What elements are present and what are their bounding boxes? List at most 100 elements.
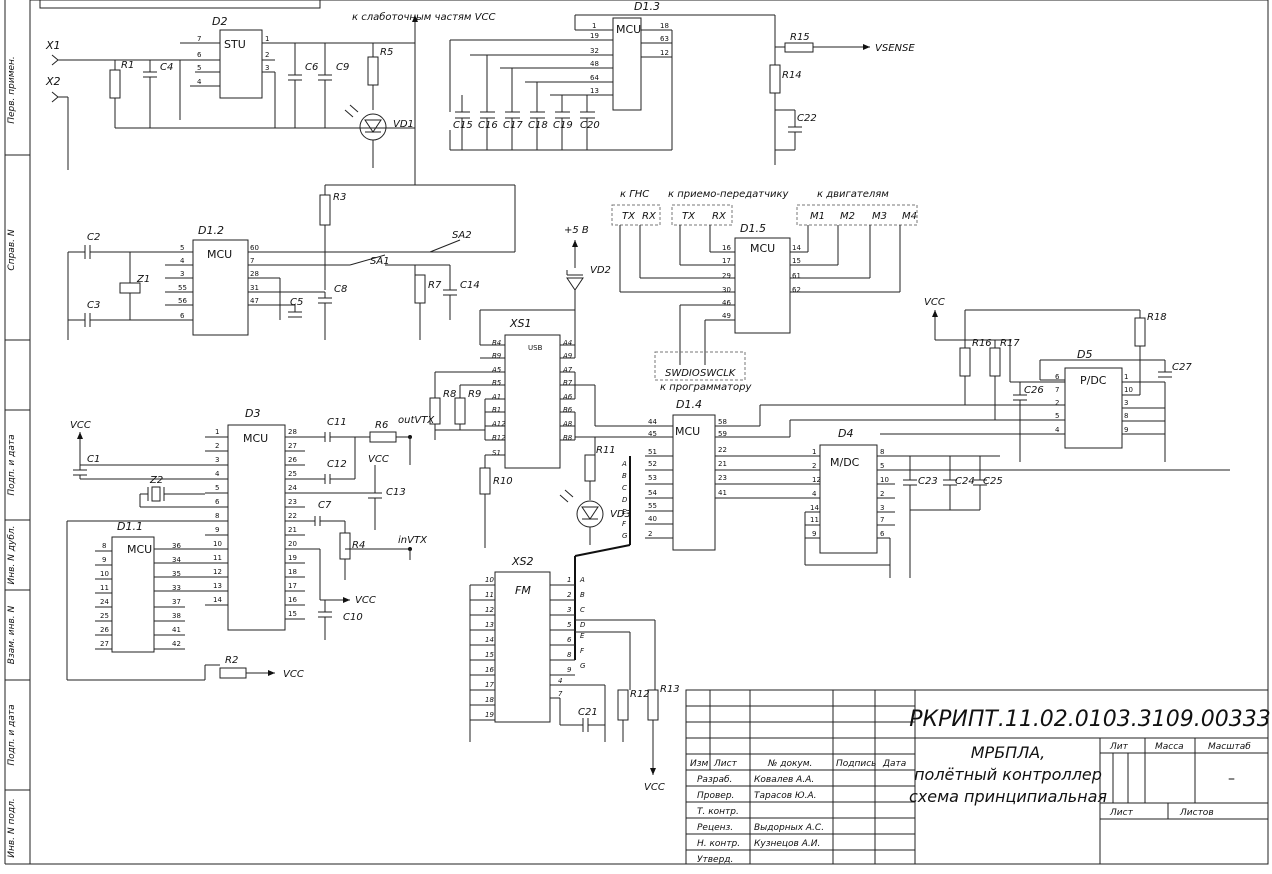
c15-label: C15: [453, 120, 473, 131]
svg-text:4: 4: [180, 257, 185, 265]
svg-text:24: 24: [100, 598, 109, 606]
svg-text:6: 6: [180, 312, 185, 320]
hdr-list: Лист: [713, 759, 738, 769]
d2-regulator: [219, 29, 263, 99]
role-label: Разраб.: [697, 775, 732, 785]
svg-text:35: 35: [172, 570, 181, 578]
role-label: Н. контр.: [697, 839, 740, 849]
invtx-label: inVTX: [398, 535, 428, 546]
d14-label: D1.4: [676, 398, 702, 411]
svg-text:9: 9: [567, 666, 572, 674]
side-label: Подп. и дата: [7, 434, 17, 495]
svg-text:2: 2: [1055, 399, 1059, 407]
hdr-sign: Подпись: [836, 759, 876, 769]
trx-connector: [671, 204, 733, 226]
c21-label: C21: [578, 707, 598, 718]
hdr-lit: Лит: [1109, 742, 1129, 752]
svg-text:B7: B7: [563, 379, 573, 387]
svg-text:21: 21: [718, 460, 727, 468]
svg-text:6: 6: [215, 498, 220, 506]
svg-text:51: 51: [648, 448, 657, 456]
r7-label: R7: [428, 280, 442, 291]
mcu-label: MCU: [675, 425, 700, 438]
svg-text:32: 32: [590, 47, 599, 55]
title-block: РКРИПТ.11.02.0103.3109.00333 МРБПЛА, пол…: [685, 689, 1271, 865]
mcu-label: MCU: [750, 242, 775, 255]
c10-label: C10: [343, 612, 363, 623]
trx-label: к приемо-передатчику: [668, 189, 790, 200]
svg-text:16: 16: [485, 666, 494, 674]
vd1-label: VD1: [393, 119, 414, 130]
svg-text:5: 5: [880, 462, 884, 470]
r5-label: R5: [380, 47, 393, 58]
svg-text:27: 27: [100, 640, 109, 648]
svg-text:A: A: [621, 460, 627, 468]
d12-label: D1.2: [198, 224, 224, 237]
svg-text:48: 48: [590, 60, 599, 68]
title-line-1: МРБПЛА,: [971, 743, 1046, 762]
c9-label: C9: [336, 62, 349, 73]
svg-text:A6: A6: [562, 393, 573, 401]
z2-label: Z2: [149, 475, 163, 486]
svg-text:59: 59: [718, 430, 727, 438]
svg-text:25: 25: [288, 470, 297, 478]
svg-text:15: 15: [485, 651, 494, 659]
d5-label: D5: [1077, 348, 1092, 361]
vsense-label: VSENSE: [875, 43, 915, 54]
vcc-c10-label: VCC: [355, 595, 376, 606]
hdr-sheets: Листов: [1179, 808, 1214, 818]
d15-label: D1.5: [740, 222, 766, 235]
svg-text:2: 2: [880, 490, 884, 498]
svg-text:13: 13: [485, 621, 494, 629]
svg-text:G: G: [622, 532, 628, 540]
svg-text:13: 13: [213, 582, 222, 590]
svg-text:A: A: [579, 576, 585, 584]
svg-text:9: 9: [102, 556, 106, 564]
svg-text:11: 11: [213, 554, 222, 562]
svg-text:B5: B5: [492, 379, 502, 387]
x1-label: X1: [45, 39, 61, 52]
svg-text:7: 7: [1055, 386, 1059, 394]
c17-label: C17: [503, 120, 523, 131]
svg-text:21: 21: [288, 526, 297, 534]
svg-text:14: 14: [213, 596, 222, 604]
svg-text:3: 3: [180, 270, 184, 278]
trx-tx: TX: [682, 211, 696, 222]
programmer-label: к программатору: [660, 382, 752, 393]
svg-text:3: 3: [567, 606, 571, 614]
svg-text:2: 2: [648, 530, 652, 538]
svg-text:B: B: [622, 472, 627, 480]
r13-label: R13: [660, 684, 680, 695]
side-label: Инв. N подл.: [7, 798, 17, 857]
vcc-c13-label: VCC: [368, 454, 389, 465]
svg-text:4: 4: [812, 490, 817, 498]
svg-text:47: 47: [250, 297, 259, 305]
svg-text:9: 9: [215, 526, 219, 534]
svg-text:10: 10: [880, 476, 889, 484]
svg-text:40: 40: [648, 515, 657, 523]
svg-text:E: E: [622, 508, 627, 516]
svg-text:A7: A7: [562, 366, 573, 374]
fm-label: FM: [515, 584, 531, 597]
svg-text:12: 12: [213, 568, 222, 576]
r14-label: R14: [782, 70, 802, 81]
c6-label: C6: [305, 62, 318, 73]
d5-section: VCC R16 R17 C26 R18 D5 P/DC 67 25 4 110: [880, 297, 1192, 462]
svg-text:34: 34: [172, 556, 181, 564]
d12-section: R3 D1.2 MCU 60 7 28 31 47 5 4 3 55 56 6 …: [67, 184, 516, 340]
side-label: Взам. инв. N: [7, 605, 17, 664]
svg-text:9: 9: [812, 530, 816, 538]
svg-text:49: 49: [722, 312, 731, 320]
svg-text:6: 6: [197, 51, 202, 59]
svg-text:58: 58: [718, 418, 727, 426]
r12-label: R12: [630, 689, 650, 700]
d5-body-label: P/DC: [1080, 374, 1107, 387]
d13-label: D1.3: [634, 0, 660, 13]
svg-text:7: 7: [197, 35, 201, 43]
svg-text:12: 12: [485, 606, 494, 614]
vcc-label: VCC: [924, 297, 945, 308]
r4-label: R4: [352, 540, 365, 551]
